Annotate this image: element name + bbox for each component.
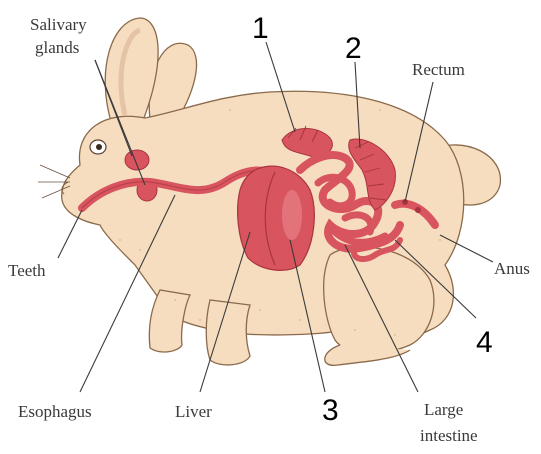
liver [238, 166, 315, 270]
number-2: 2 [345, 32, 362, 65]
label-liver: Liver [175, 402, 212, 421]
label-esophagus: Esophagus [18, 402, 92, 421]
number-3: 3 [322, 394, 339, 427]
number-4: 4 [476, 326, 493, 359]
label-rectum: Rectum [412, 60, 465, 79]
label-teeth: Teeth [8, 261, 46, 280]
salivary-gland-upper [125, 150, 149, 170]
label-large-intestine-line2: intestine [420, 426, 478, 445]
label-anus: Anus [494, 259, 530, 278]
label-large-intestine-line1: Large [424, 400, 463, 419]
label-salivary-line2: glands [35, 38, 79, 57]
number-1: 1 [252, 12, 269, 45]
label-salivary-line1: Salivary [30, 15, 87, 34]
